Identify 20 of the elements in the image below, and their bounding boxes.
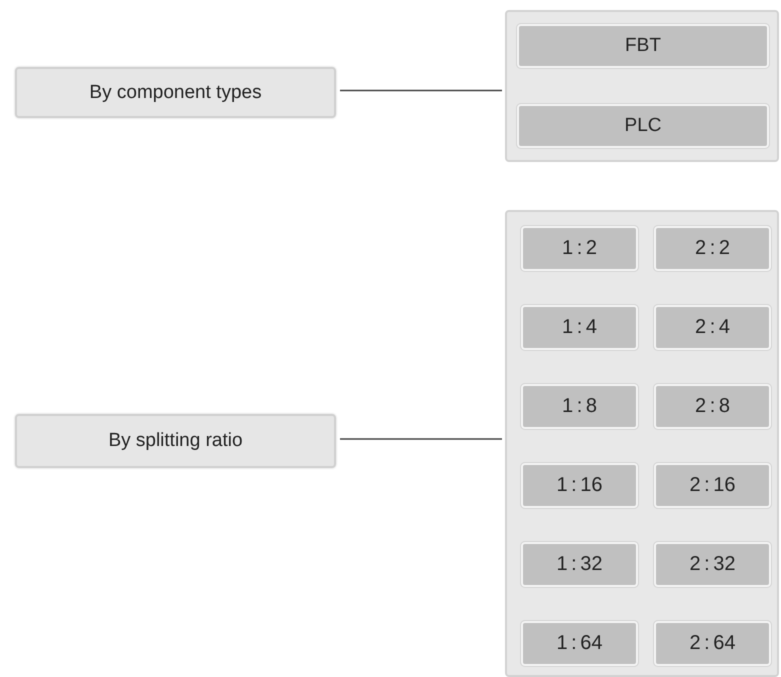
connector-line (340, 438, 502, 440)
ratio-box: 2 : 8 (654, 384, 771, 429)
ratio-box: 1 : 8 (521, 384, 638, 429)
ratio-box: 1 : 32 (521, 542, 638, 587)
ratio-box: 1 : 16 (521, 463, 638, 508)
ratio-box: 2 : 32 (654, 542, 771, 587)
category-box: By component types (15, 67, 336, 118)
connector-line (340, 90, 502, 92)
ratio-box: 2 : 16 (654, 463, 771, 508)
ratio-box: 2 : 64 (654, 621, 771, 666)
type-box: FBT (517, 24, 769, 68)
ratio-box: 2 : 2 (654, 226, 771, 271)
category-box: By splitting ratio (15, 414, 336, 468)
ratio-box: 1 : 4 (521, 305, 638, 350)
group-panel (505, 210, 779, 677)
ratio-box: 2 : 4 (654, 305, 771, 350)
group-panel (505, 10, 779, 162)
type-box: PLC (517, 104, 769, 148)
ratio-box: 1 : 2 (521, 226, 638, 271)
ratio-box: 1 : 64 (521, 621, 638, 666)
